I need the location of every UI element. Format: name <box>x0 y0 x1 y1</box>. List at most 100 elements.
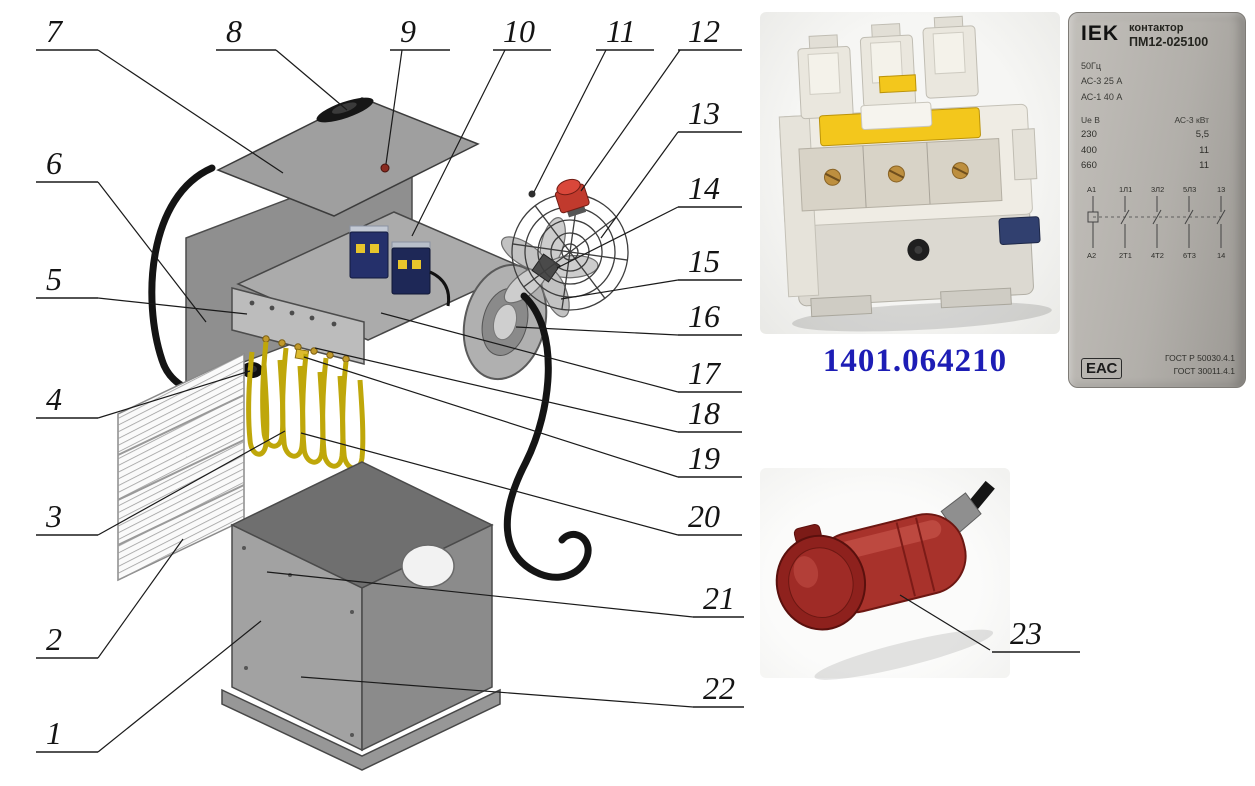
power-value: 5,5 <box>1195 128 1209 140</box>
exploded-view-drawing: 7 8 9 10 11 12 13 <box>36 13 744 771</box>
svg-text:1Л1: 1Л1 <box>1119 185 1132 194</box>
gost-cert-2: ГОСТ 30011.4.1 <box>1173 366 1235 377</box>
iek-logo: IEK <box>1081 22 1120 45</box>
svg-text:15: 15 <box>688 243 720 279</box>
svg-text:А1: А1 <box>1087 185 1096 194</box>
table-header-power: АС-3 кВт <box>1174 114 1209 125</box>
svg-text:19: 19 <box>688 440 720 476</box>
svg-text:16: 16 <box>688 298 720 334</box>
callout-20: 20 <box>300 432 742 536</box>
svg-text:3: 3 <box>45 498 62 534</box>
nameplate: IEK контактор ПМ12-025100 50Гц АС-3 25 А… <box>1068 12 1246 388</box>
power-cable-right <box>503 292 592 581</box>
callout-16: 16 <box>515 298 742 336</box>
svg-text:1: 1 <box>46 715 62 751</box>
lid-screw <box>380 163 390 173</box>
table-row: 230 5,5 <box>1081 127 1235 143</box>
callout-3: 3 <box>36 430 286 536</box>
svg-text:6: 6 <box>46 145 62 181</box>
callout-10: 10 <box>411 13 551 237</box>
nameplate-power-table: Uе В АС-3 кВт 230 5,5 400 11 660 11 <box>1081 113 1235 174</box>
svg-text:4: 4 <box>46 381 62 417</box>
svg-text:21: 21 <box>703 580 735 616</box>
voltage-value: 230 <box>1081 128 1097 140</box>
bracket-holes <box>249 300 337 327</box>
svg-text:13: 13 <box>1217 185 1225 194</box>
callout-4: 4 <box>36 370 251 419</box>
svg-text:9: 9 <box>400 13 416 49</box>
cabinet-body <box>230 461 494 752</box>
svg-text:22: 22 <box>703 670 735 706</box>
guard-screw <box>528 190 536 198</box>
callout-22: 22 <box>300 670 744 708</box>
nameplate-frequency: 50Гц <box>1081 61 1102 72</box>
svg-text:6Т3: 6Т3 <box>1183 251 1196 260</box>
wiring-schematic: А1 1Л1 3Л2 5Л3 13 А2 2Т1 4Т2 6Т3 14 <box>1087 185 1226 260</box>
gost-cert-1: ГОСТ Р 50030.4.1 <box>1165 352 1235 363</box>
table-row: 400 11 <box>1081 143 1235 159</box>
svg-text:4Т2: 4Т2 <box>1151 251 1164 260</box>
callout-13: 13 <box>600 95 742 239</box>
contactor-photo <box>778 15 1052 332</box>
duct-hole <box>401 544 455 588</box>
control-bracket <box>231 287 365 365</box>
callout-14: 14 <box>556 170 742 269</box>
nameplate-type-label: контактор <box>1129 22 1184 34</box>
callout-9: 9 <box>385 13 450 165</box>
nameplate-current-ac3: АС-3 25 А <box>1081 76 1123 87</box>
svg-text:14: 14 <box>688 170 720 206</box>
heating-elements <box>246 341 366 471</box>
nameplate-header: IEK контактор ПМ12-025100 <box>1081 22 1235 49</box>
top-lid <box>216 97 480 217</box>
svg-text:18: 18 <box>688 395 720 431</box>
table-header-voltage: Uе В <box>1081 114 1100 125</box>
svg-text:23: 23 <box>1010 615 1042 651</box>
callout-1: 1 <box>36 620 262 753</box>
svg-text:10: 10 <box>503 13 535 49</box>
svg-text:14: 14 <box>1217 251 1225 260</box>
svg-text:5: 5 <box>46 261 62 297</box>
callout-12: 12 <box>580 13 742 192</box>
power-value: 11 <box>1199 160 1209 172</box>
bottom-panel <box>221 688 501 771</box>
callout-17: 17 <box>380 312 742 393</box>
callout-19: 19 <box>303 356 742 478</box>
part-number: 1401.064210 <box>822 342 1008 379</box>
callout-18: 18 <box>314 347 742 433</box>
power-plug-photo <box>775 480 995 680</box>
svg-text:12: 12 <box>688 13 720 49</box>
voltage-value: 660 <box>1081 160 1097 172</box>
callout-15: 15 <box>560 243 742 300</box>
callout-2: 2 <box>36 538 184 659</box>
svg-text:13: 13 <box>688 95 720 131</box>
svg-text:8: 8 <box>226 13 242 49</box>
svg-text:3Л2: 3Л2 <box>1151 185 1164 194</box>
contactor-blocks <box>349 225 451 307</box>
nameplate-current-ac1: АС-1 40 А <box>1081 91 1123 102</box>
nameplate-model: ПМ12-025100 <box>1129 34 1209 49</box>
nameplate-footer: ЕАС ГОСТ Р 50030.4.1 ГОСТ 30011.4.1 <box>1081 352 1235 379</box>
svg-text:20: 20 <box>688 498 720 534</box>
callout-5: 5 <box>36 261 248 315</box>
voltage-value: 400 <box>1081 144 1097 156</box>
svg-text:17: 17 <box>688 355 722 391</box>
nameplate-ratings: 50Гц АС-3 25 А АС-1 40 А <box>1081 59 1235 105</box>
svg-text:2Т1: 2Т1 <box>1119 251 1132 260</box>
svg-text:2: 2 <box>46 621 62 657</box>
table-row: 660 11 <box>1081 158 1235 174</box>
svg-text:5Л3: 5Л3 <box>1183 185 1196 194</box>
svg-text:11: 11 <box>606 13 636 49</box>
air-duct <box>462 263 548 381</box>
power-value: 11 <box>1199 144 1209 156</box>
callout-6: 6 <box>36 145 207 323</box>
callout-8: 8 <box>216 13 348 111</box>
eac-mark: ЕАС <box>1081 358 1123 379</box>
terminal-screws <box>262 335 350 363</box>
fan-guard <box>511 193 629 311</box>
callout-11: 11 <box>533 13 654 193</box>
svg-text:А2: А2 <box>1087 251 1096 260</box>
svg-text:7: 7 <box>46 13 64 49</box>
callout-21: 21 <box>266 571 744 618</box>
callout-7: 7 <box>36 13 284 174</box>
